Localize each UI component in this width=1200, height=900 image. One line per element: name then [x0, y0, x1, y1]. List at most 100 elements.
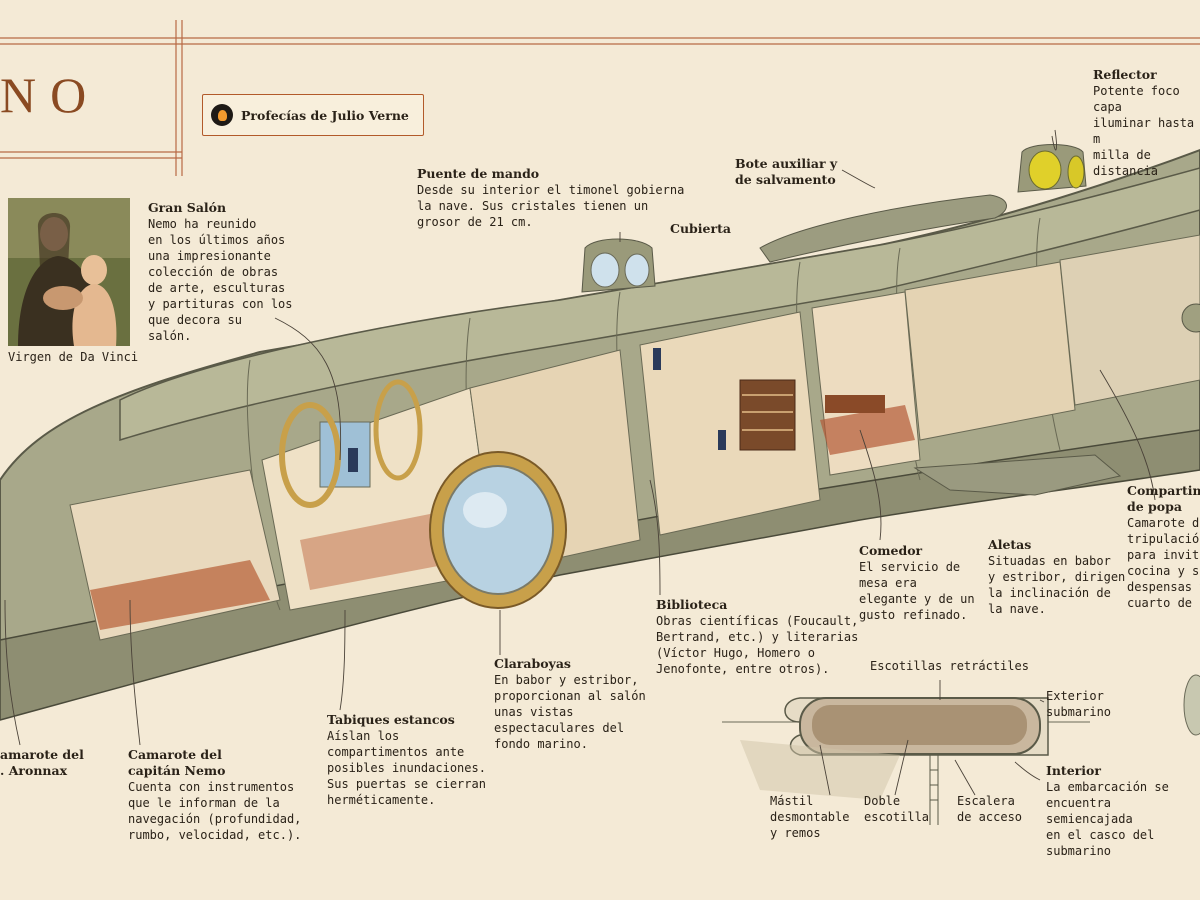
text-line: submarino [1046, 705, 1112, 719]
text-line: Situadas en babor [988, 554, 1111, 568]
text-line: y partituras con los [148, 297, 293, 311]
text-line: Cuenta con instrumentos [128, 780, 295, 794]
text-line: unas vistas [494, 705, 574, 719]
text-line: iluminar hasta m [1093, 116, 1195, 146]
label-cubierta: Cubierta [670, 221, 731, 237]
text-line: Potente foco capa [1093, 84, 1180, 114]
text-line: mesa era [859, 576, 917, 590]
label-interior: Interior La embarcación se encuentra sem… [1046, 763, 1200, 859]
heading: . Aronnax [0, 763, 68, 778]
text-line: navegación (profundidad, [128, 812, 302, 826]
text-line: Escalera [957, 794, 1015, 808]
porthole [429, 451, 567, 609]
heading: de salvamento [735, 172, 836, 187]
heading: Comedor [859, 543, 923, 558]
lifeboat-section-diagram [722, 697, 1090, 825]
text-line: tripulación, [1127, 532, 1200, 546]
label-escalera: Escalera de acceso [957, 793, 1022, 825]
heading: Aletas [988, 537, 1032, 552]
text-line: Doble [864, 794, 901, 808]
label-bote: Bote auxiliar y de salvamento [735, 156, 837, 188]
text-line: de acceso [957, 810, 1023, 824]
text-line: Escotillas retráctiles [870, 659, 1029, 673]
label-mastil: Mástil desmontable y remos [770, 793, 849, 841]
label-aronnax: amarote del . Aronnax [0, 747, 84, 779]
leader-lines [4, 129, 1156, 796]
text-line: Camarote de [1127, 516, 1200, 530]
page-title: NO [0, 67, 101, 123]
heading: Puente de mando [417, 166, 540, 181]
text-line: Bertrand, etc.) y literarias [656, 630, 859, 644]
label-claraboyas: Claraboyas En babor y estribor, proporci… [494, 656, 646, 752]
label-exterior: Exterior submarino [1046, 688, 1111, 720]
text-line: Desde su interior el timonel gobierna [417, 183, 685, 197]
text-line: encuentra semiencajada [1046, 796, 1133, 826]
heading: de popa [1127, 499, 1182, 514]
text-line: y estribor, dirigen [988, 570, 1126, 584]
text-line: Jenofonte, entre otros). [656, 662, 830, 676]
text-line: fondo marino. [494, 737, 588, 751]
heading: Claraboyas [494, 656, 571, 671]
text-line: Obras científicas (Foucault, [656, 614, 859, 628]
bridge-dome [581, 238, 656, 293]
reflector-dome [1017, 144, 1087, 193]
title-frame [0, 20, 1200, 176]
text-line: espectaculares del [494, 721, 625, 735]
text-line: herméticamente. [327, 793, 436, 807]
text-line: una impresionante [148, 249, 271, 263]
heading: Gran Salón [148, 200, 227, 215]
text-line: milla de distancia [1093, 148, 1159, 178]
portrait-caption: Virgen de Da Vinci [8, 350, 139, 364]
label-biblioteca: Biblioteca Obras científicas (Foucault, … [656, 597, 858, 677]
heading: Reflector [1093, 67, 1157, 82]
label-aletas: Aletas Situadas en babor y estribor, dir… [988, 537, 1125, 617]
text-line: de arte, esculturas [148, 281, 286, 295]
label-capitan: Camarote del capitán Nemo Cuenta con ins… [128, 747, 301, 843]
text-line: y remos [770, 826, 821, 840]
portrait-image [8, 198, 130, 346]
lifeboat [759, 194, 1007, 263]
text-line: la inclinación de [988, 586, 1111, 600]
heading: Biblioteca [656, 597, 728, 612]
text-line: colección de obras [148, 265, 279, 279]
label-comedor: Comedor El servicio de mesa era elegante… [859, 543, 975, 623]
text-line: la nave. [988, 602, 1046, 616]
heading: amarote del [0, 747, 84, 762]
heading: Cubierta [670, 221, 731, 236]
text-line: que decora su [148, 313, 242, 327]
text-line: Mástil [770, 794, 814, 808]
text-line: que le informan de la [128, 796, 280, 810]
text-line: elegante y de un [859, 592, 975, 606]
interior-cutaway [69, 234, 1200, 641]
label-escotillas: Escotillas retráctiles [870, 658, 1029, 674]
prophecies-badge: Profecías de Julio Verne [202, 94, 424, 136]
text-line: escotilla [864, 810, 930, 824]
text-line: salón. [148, 329, 192, 343]
text-line: Aíslan los [327, 729, 400, 743]
badge-label: Profecías de Julio Verne [241, 107, 409, 123]
heading: Tabiques estancos [327, 712, 455, 727]
text-line: despensas y [1127, 580, 1200, 594]
text-line: proporcionan al salón [494, 689, 646, 703]
text-line: para invitad [1127, 548, 1200, 562]
heading: Compartim [1127, 483, 1200, 498]
label-popa: Compartim de popa Camarote de tripulació… [1127, 483, 1200, 611]
text-line: desmontable [770, 810, 850, 824]
heading: Camarote del [128, 747, 222, 762]
lightbulb-icon [211, 104, 233, 126]
heading: capitán Nemo [128, 763, 226, 778]
label-tabiques: Tabiques estancos Aíslan los compartimen… [327, 712, 486, 808]
text-line: cuarto de ba [1127, 596, 1200, 610]
label-doble-escotilla: Doble escotilla [864, 793, 929, 825]
label-gran-salon: Gran Salón Nemo ha reunido en los último… [148, 200, 293, 344]
text-line: rumbo, velocidad, etc.). [128, 828, 302, 842]
text-line: Exterior [1046, 689, 1104, 703]
fin [913, 454, 1122, 496]
label-puente: Puente de mando Desde su interior el tim… [417, 166, 684, 230]
text-line: (Víctor Hugo, Homero o [656, 646, 815, 660]
deck [119, 167, 1200, 442]
text-line: En babor y estribor, [494, 673, 639, 687]
text-line: La embarcación se [1046, 780, 1169, 794]
text-line: en los últimos años [148, 233, 286, 247]
